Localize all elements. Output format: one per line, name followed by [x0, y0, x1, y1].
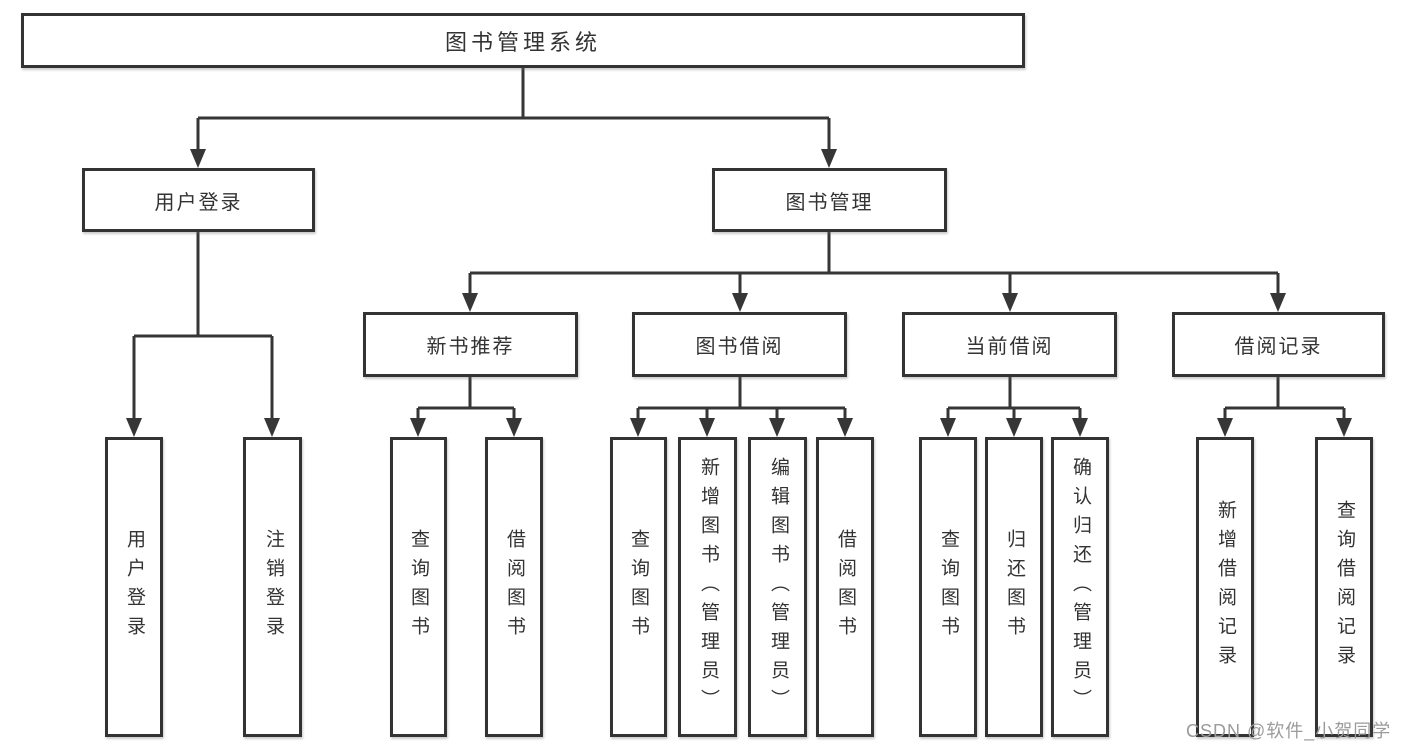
- leaf-nbr-query-books: 查询图书: [390, 437, 447, 737]
- node-book-management: 图书管理: [712, 168, 947, 232]
- node-borrow-records: 借阅记录: [1172, 312, 1385, 377]
- leaf-cb-confirm-return-admin: 确认归还（管理员）: [1051, 437, 1109, 737]
- leaf-logout: 注销登录: [243, 437, 302, 737]
- leaf-br-add-record: 新增借阅记录: [1196, 437, 1254, 737]
- leaf-bb-borrow-books: 借阅图书: [816, 437, 874, 737]
- leaf-cb-query-books: 查询图书: [919, 437, 977, 737]
- leaf-br-query-record: 查询借阅记录: [1315, 437, 1373, 737]
- node-new-book-recommend: 新书推荐: [363, 312, 578, 377]
- node-book-borrowing: 图书借阅: [632, 312, 847, 377]
- connector-path: [132, 68, 1346, 421]
- node-root-system: 图书管理系统: [21, 13, 1025, 68]
- node-user-login: 用户登录: [82, 168, 315, 232]
- leaf-cb-return-books: 归还图书: [985, 437, 1043, 737]
- leaf-user-login: 用户登录: [105, 437, 163, 737]
- leaf-bb-add-books-admin: 新增图书（管理员）: [678, 437, 737, 737]
- watermark: CSDN @软件_小贺同学: [1186, 721, 1392, 741]
- leaf-nbr-borrow-books: 借阅图书: [485, 437, 543, 737]
- leaf-bb-query-books: 查询图书: [610, 437, 667, 737]
- arrowheads: [126, 149, 1352, 437]
- node-current-borrowing: 当前借阅: [902, 312, 1117, 377]
- leaf-bb-edit-books-admin: 编辑图书（管理员）: [748, 437, 807, 737]
